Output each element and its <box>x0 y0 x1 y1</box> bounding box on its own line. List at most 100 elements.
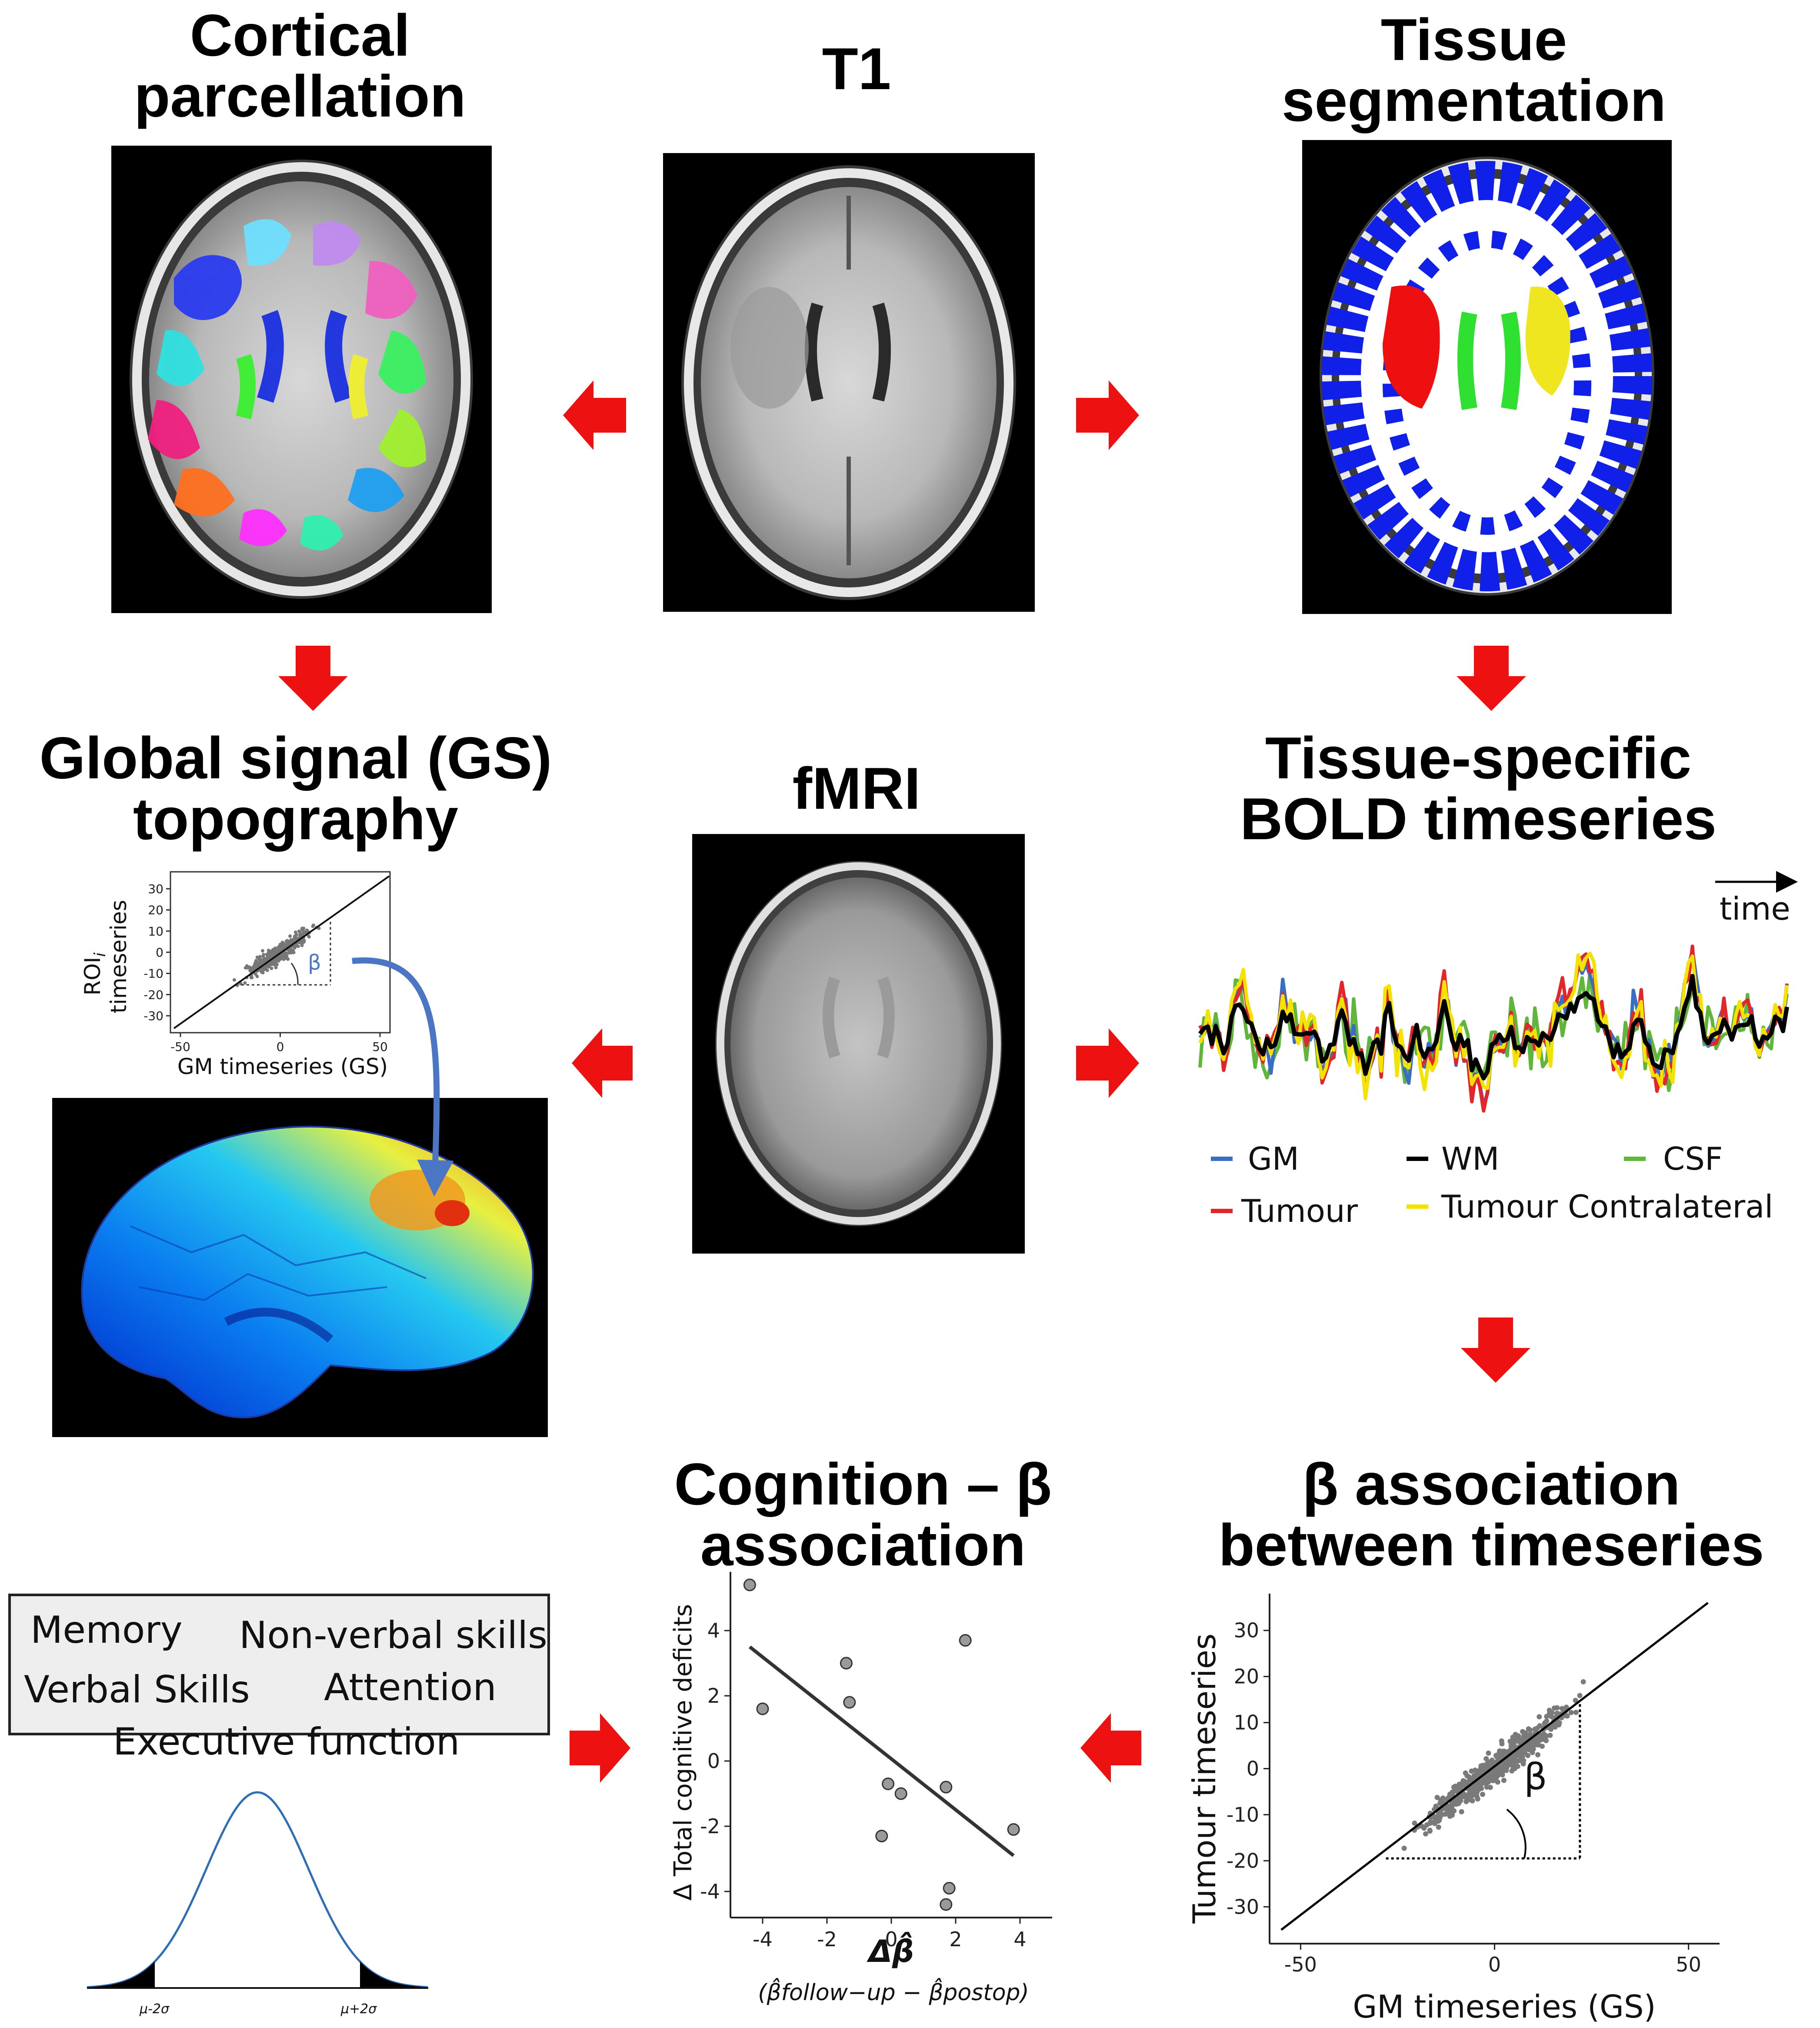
bold-line-tumour-contralateral <box>1198 951 1789 1101</box>
gs-point <box>273 961 277 965</box>
gs-point <box>277 945 280 949</box>
beta-point <box>1480 1791 1485 1797</box>
beta-point <box>1525 1753 1530 1758</box>
bell-curve-shape <box>87 1791 428 1988</box>
beta-point <box>1502 1748 1507 1754</box>
cog-point <box>743 1578 756 1591</box>
beta-point <box>1434 1795 1440 1800</box>
cog-fit-line <box>748 1645 1015 1857</box>
cog-xtick-label: -2 <box>817 1928 837 1951</box>
title-gs-1: Global signal (GS) <box>40 725 552 791</box>
beta-point <box>1539 1737 1545 1742</box>
beta-point <box>1580 1679 1586 1684</box>
gs-point <box>288 934 292 938</box>
cog-point <box>940 1898 953 1911</box>
beta-point <box>1454 1797 1460 1802</box>
beta-point <box>1439 1812 1445 1818</box>
beta-point <box>1450 1792 1455 1798</box>
beta-ytick-label: -30 <box>1227 1895 1259 1918</box>
red-arrows <box>278 380 1530 1783</box>
title-beta-1: β association <box>1302 1451 1680 1517</box>
cog-xtick-label: 0 <box>885 1928 897 1951</box>
legend-tumour: Tumour <box>1241 1193 1358 1229</box>
beta-point <box>1440 1795 1446 1801</box>
gs-point <box>302 940 306 944</box>
arrow-left-cognition <box>1080 1713 1141 1783</box>
beta-point <box>1477 1767 1483 1773</box>
beta-xtick-label: 50 <box>1676 1953 1701 1976</box>
beta-point <box>1510 1765 1516 1771</box>
gs-point <box>293 936 297 940</box>
beta-point <box>1484 1784 1490 1790</box>
gs-point <box>302 931 306 934</box>
beta-point <box>1462 1778 1467 1784</box>
gs-xlabel: GM timeseries (GS) <box>177 1054 388 1079</box>
gs-ytick-label: -20 <box>143 987 163 1002</box>
beta-point <box>1476 1785 1481 1791</box>
beta-point <box>1495 1779 1500 1785</box>
title-tissue-2: segmentation <box>1282 67 1666 133</box>
gs-ytick-label: -30 <box>143 1009 163 1023</box>
gs-ytick-label: -10 <box>143 967 163 981</box>
beta-point <box>1535 1752 1540 1758</box>
arrow-right-box <box>570 1713 630 1783</box>
gs-blue-curve-arrow <box>352 957 454 1197</box>
beta-point <box>1514 1758 1520 1764</box>
beta-point <box>1484 1761 1490 1766</box>
gs-point <box>258 955 262 959</box>
bell-right-tick: μ+2σ <box>340 2001 377 2017</box>
gs-topography-surface <box>52 1098 548 1437</box>
gs-point <box>253 961 257 965</box>
gs-ytick-label: 0 <box>156 945 163 960</box>
beta-point <box>1568 1710 1574 1715</box>
gs-point <box>297 929 301 933</box>
beta-point <box>1500 1768 1506 1774</box>
beta-point <box>1501 1778 1507 1783</box>
beta-point <box>1526 1726 1531 1731</box>
cog-ytick-label: 4 <box>707 1619 720 1642</box>
cog-point <box>940 1781 953 1794</box>
title-cortical-1: Cortical <box>190 2 410 68</box>
gs-ylabel-timeseries: timeseries <box>106 900 131 1013</box>
gs-point <box>261 971 265 974</box>
gs-point <box>286 957 290 961</box>
gs-point <box>263 966 267 970</box>
beta-point <box>1540 1744 1545 1749</box>
gs-point <box>265 968 269 972</box>
gs-point <box>281 952 285 956</box>
beta-point <box>1510 1761 1515 1767</box>
gs-point <box>261 954 265 958</box>
beta-point <box>1543 1720 1548 1725</box>
beta-point <box>1520 1761 1526 1767</box>
cortical-parcellation-image <box>111 146 492 613</box>
gs-point <box>277 948 280 952</box>
beta-ytick-label: -20 <box>1227 1849 1259 1872</box>
beta-point <box>1427 1821 1433 1826</box>
gs-point <box>285 939 289 943</box>
t1-image <box>663 153 1035 612</box>
cog-point <box>882 1778 895 1790</box>
beta-point <box>1515 1764 1520 1769</box>
beta-point <box>1453 1801 1459 1807</box>
bold-lines <box>1198 944 1789 1113</box>
bell-left-tick: μ-2σ <box>139 2001 170 2017</box>
cog-point <box>756 1702 769 1715</box>
time-label: time <box>1720 891 1790 927</box>
arrow-down-tissue <box>1457 646 1526 711</box>
cog-point <box>894 1787 907 1800</box>
gs-point <box>267 954 270 957</box>
beta-point <box>1563 1704 1569 1710</box>
gs-xtick-label: -50 <box>170 1040 190 1054</box>
cognitive-domains-box: Memory Non-verbal skills Verbal Skills A… <box>8 1594 550 1764</box>
domain-attention: Attention <box>324 1666 497 1709</box>
gs-point <box>259 960 263 964</box>
cog-ytick-label: 2 <box>707 1684 720 1708</box>
beta-point <box>1472 1767 1478 1773</box>
cog-ytick-label: -4 <box>700 1880 720 1903</box>
gs-point <box>294 943 298 947</box>
cog-point <box>1007 1823 1020 1836</box>
